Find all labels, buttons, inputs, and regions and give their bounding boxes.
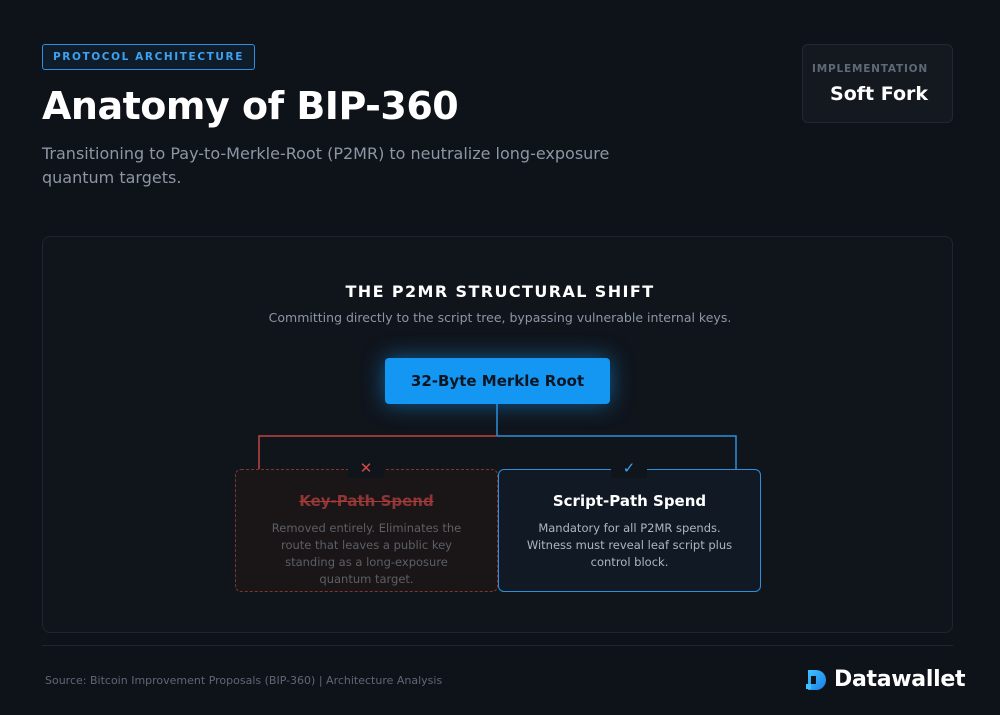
brand-name: Datawallet — [834, 667, 966, 692]
diagram-subtitle: Committing directly to the script tree, … — [268, 310, 732, 325]
script-path-description: Mandatory for all P2MR spends. Witness m… — [526, 521, 733, 569]
datawallet-logo-icon — [806, 669, 826, 690]
script-path-card: Script-Path Spend Mandatory for all P2MR… — [498, 469, 761, 592]
right-branch-line — [497, 435, 737, 469]
key-path-description: Removed entirely. Eliminates the route t… — [271, 521, 462, 586]
protocol-tag: PROTOCOL ARCHITECTURE — [42, 44, 255, 70]
key-path-title: Key-Path Spend — [299, 492, 434, 510]
page-subtitle: Transitioning to Pay-to-Merkle-Root (P2M… — [42, 144, 610, 187]
merkle-root-node: 32-Byte Merkle Root — [385, 358, 610, 404]
x-mark-icon: ✕ — [348, 458, 384, 478]
source-citation: Source: Bitcoin Improvement Proposals (B… — [45, 674, 443, 687]
script-path-title: Script-Path Spend — [552, 492, 707, 510]
implementation-label: IMPLEMENTATION — [812, 63, 928, 75]
key-path-card: Key-Path Spend Removed entirely. Elimina… — [235, 469, 498, 592]
left-branch-line — [258, 435, 497, 469]
implementation-value: Soft Fork — [830, 83, 928, 105]
brand-logo: Datawallet — [806, 667, 965, 692]
footer-divider — [42, 645, 953, 646]
implementation-card: IMPLEMENTATION Soft Fork — [802, 44, 953, 123]
check-icon: ✓ — [611, 458, 647, 478]
page-title: Anatomy of BIP-360 — [42, 84, 459, 128]
diagram-title: THE P2MR STRUCTURAL SHIFT — [345, 282, 655, 301]
